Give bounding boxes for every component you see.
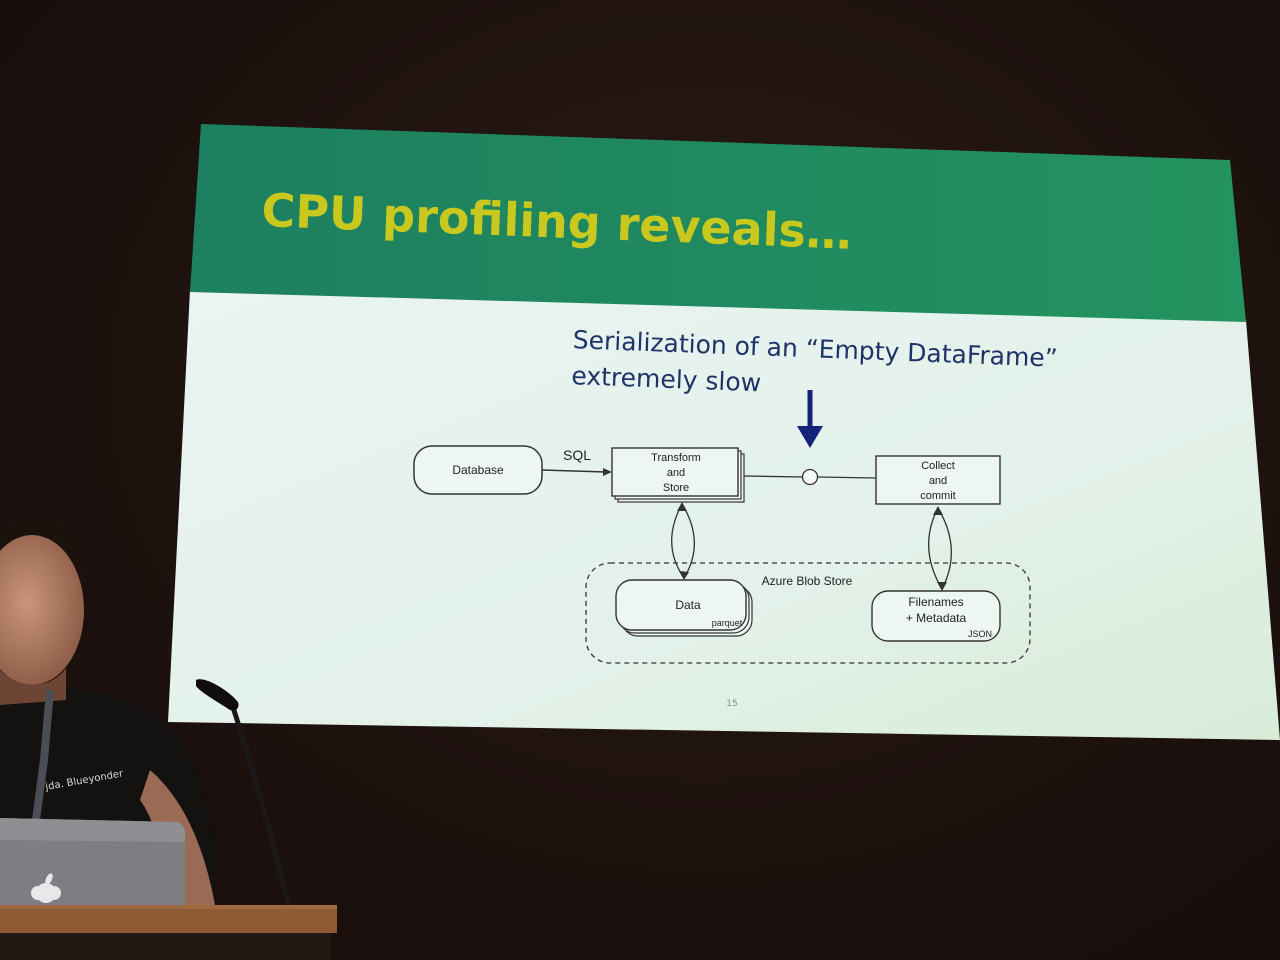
microphone (196, 679, 293, 911)
presenter-face (0, 535, 84, 685)
microphone-head (196, 679, 239, 711)
blob-store-boundary (585, 562, 1031, 664)
filenames-node (871, 590, 1001, 642)
filenames-format-label: JSON (968, 629, 992, 639)
slide-page-number: 15 (726, 699, 737, 709)
sql-label: SQL (563, 447, 591, 463)
database-label: Database (452, 463, 504, 477)
data-arrowhead-icon (679, 571, 689, 580)
apple-logo-icon (31, 873, 61, 903)
laptop (0, 818, 185, 905)
filenames-arrowhead-icon (937, 582, 947, 591)
lectern-front (0, 933, 330, 960)
transform-label-3: Store (663, 482, 689, 494)
blob-store-label: Azure Blob Store (762, 574, 853, 588)
collect-label-3: commit (920, 490, 955, 502)
data-format-label: parquet (712, 618, 743, 628)
filenames-label-2: + Metadata (906, 611, 967, 625)
collect-arrowhead-icon (933, 506, 943, 515)
slide-header-bar (190, 124, 1246, 322)
lectern (0, 905, 337, 960)
projected-slide: CPU profiling reveals… Serialization of … (168, 124, 1280, 740)
filenames-label-1: Filenames (908, 595, 963, 609)
lectern-top (0, 905, 337, 933)
connector-node-icon (801, 468, 819, 486)
transform-arrowhead-icon (677, 502, 687, 511)
down-arrow-icon (797, 390, 823, 448)
transform-data-curved-arrows (671, 503, 695, 579)
sql-arrowhead-icon (603, 468, 612, 476)
transform-label-2: and (667, 467, 685, 479)
collect-label-2: and (929, 475, 947, 487)
collect-filenames-curved-arrows (928, 507, 952, 590)
lanyard (32, 689, 54, 821)
transform-node (611, 447, 739, 497)
slide-body (168, 290, 1280, 740)
transform-label-1: Transform (651, 452, 701, 464)
collect-label-1: Collect (921, 460, 955, 472)
collect-node (875, 455, 1001, 505)
data-label: Data (675, 598, 701, 612)
data-node (615, 579, 747, 631)
microphone-stem (229, 703, 293, 911)
architecture-diagram: Database SQL Transform and Store Collect… (413, 445, 1031, 664)
